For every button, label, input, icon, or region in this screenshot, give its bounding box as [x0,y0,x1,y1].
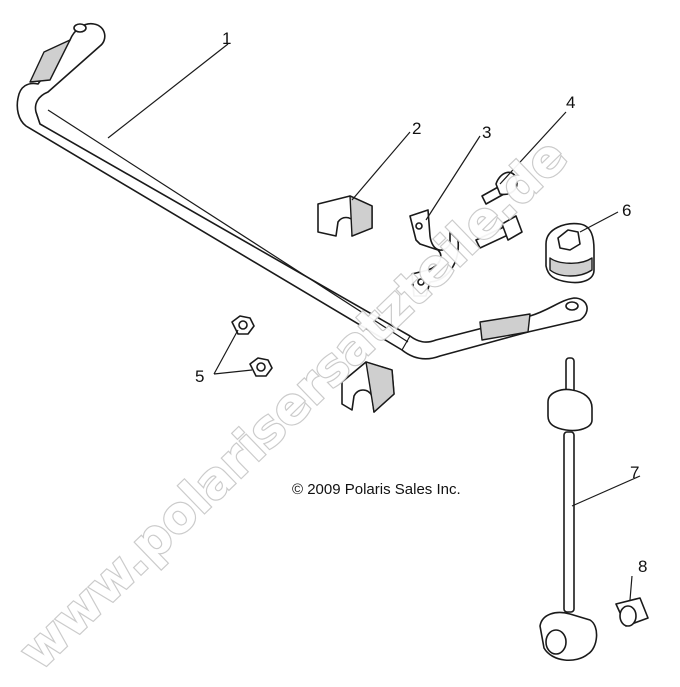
bolt-lower [475,215,523,249]
copyright-notice: © 2009 Polaris Sales Inc. [292,481,461,498]
spacer [615,597,649,627]
bushing-upper [317,195,373,237]
callout-5: 5 [195,367,204,386]
nut-upper [231,315,255,335]
callout-labels: 1 2 3 4 5 6 7 8 [195,29,647,576]
bushing-mount [545,222,595,284]
callout-7: 7 [630,463,639,482]
watermark-text: www.polarisersatzteile.de [8,127,578,680]
leader-lines [107,43,641,601]
callout-4: 4 [566,93,575,112]
stabilizer-link [539,357,598,661]
callout-3: 3 [482,123,491,142]
bolt-upper [481,171,518,205]
callout-1: 1 [222,29,231,48]
stabilizer-bar [16,22,588,360]
callout-8: 8 [638,557,647,576]
bushing-lower [341,361,395,413]
callout-6: 6 [622,201,631,220]
bushing-clamp [409,209,459,297]
callout-2: 2 [412,119,421,138]
nut-lower [249,357,273,377]
